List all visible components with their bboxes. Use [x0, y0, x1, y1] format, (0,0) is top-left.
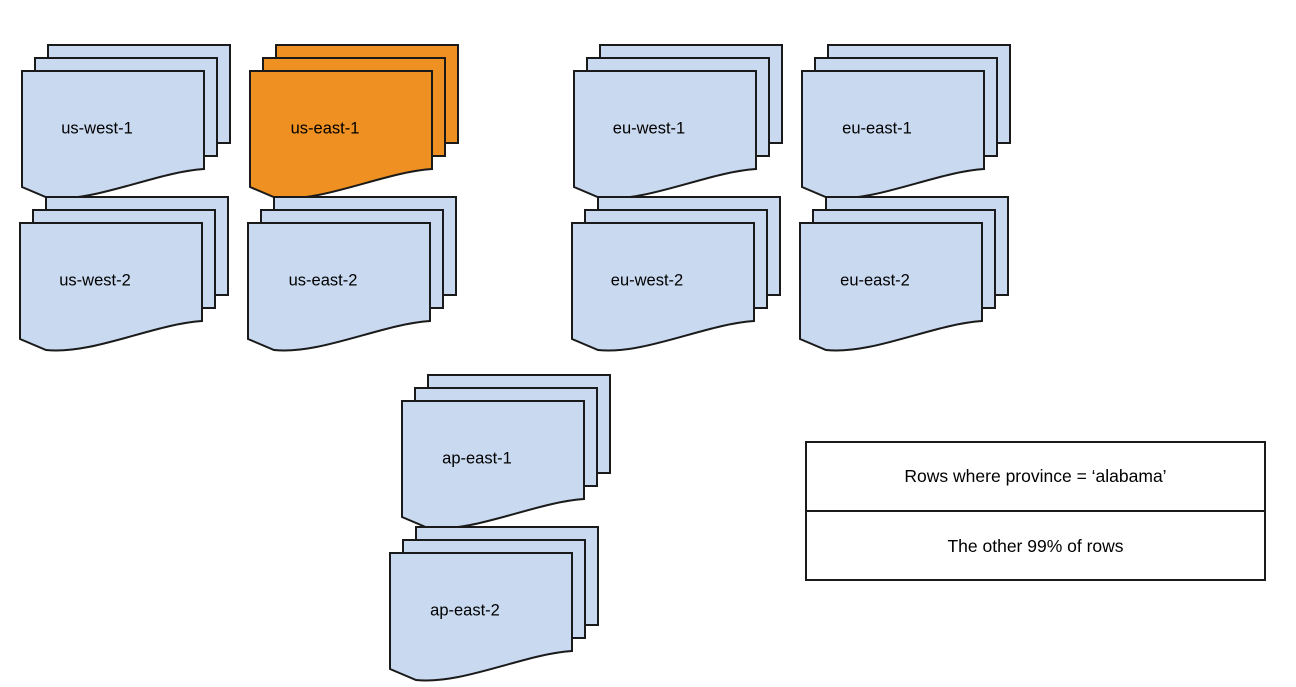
- document-stack-label: us-east-2: [289, 271, 358, 289]
- document-stack-us-west-1[interactable]: us-west-1: [21, 44, 231, 205]
- legend: Rows where province = ‘alabama’ The othe…: [805, 441, 1266, 581]
- sheet-front: [19, 222, 203, 352]
- document-stack-label: ap-east-1: [442, 449, 512, 467]
- legend-label-other: The other 99% of rows: [947, 536, 1124, 556]
- document-stack-eu-east-1[interactable]: eu-east-1: [801, 44, 1011, 205]
- sheet-front: [571, 222, 755, 352]
- document-stack-label: eu-west-1: [613, 119, 685, 137]
- document-stack-ap-east-1[interactable]: ap-east-1: [401, 374, 611, 535]
- document-stack-us-west-2[interactable]: us-west-2: [19, 196, 229, 357]
- legend-row-other: The other 99% of rows: [807, 512, 1264, 581]
- document-stack-eu-west-1[interactable]: eu-west-1: [573, 44, 783, 205]
- legend-row-alabama: Rows where province = ‘alabama’: [807, 443, 1264, 512]
- document-stack-label: us-west-2: [59, 271, 131, 289]
- document-stack-label: eu-west-2: [611, 271, 683, 289]
- document-stack-label: eu-east-2: [840, 271, 910, 289]
- document-stack-label: eu-east-1: [842, 119, 912, 137]
- document-stack-label: ap-east-2: [430, 601, 500, 619]
- legend-label-alabama: Rows where province = ‘alabama’: [904, 466, 1167, 486]
- sheet-front: [799, 222, 983, 352]
- sheet-front: [247, 222, 431, 352]
- document-stack-us-east-2[interactable]: us-east-2: [247, 196, 457, 357]
- document-stack-label: us-west-1: [61, 119, 133, 137]
- document-stack-ap-east-2[interactable]: ap-east-2: [389, 526, 599, 687]
- document-stack-eu-east-2[interactable]: eu-east-2: [799, 196, 1009, 357]
- document-stack-us-east-1[interactable]: us-east-1: [249, 44, 459, 205]
- document-stack-eu-west-2[interactable]: eu-west-2: [571, 196, 781, 357]
- document-stack-label: us-east-1: [291, 119, 360, 137]
